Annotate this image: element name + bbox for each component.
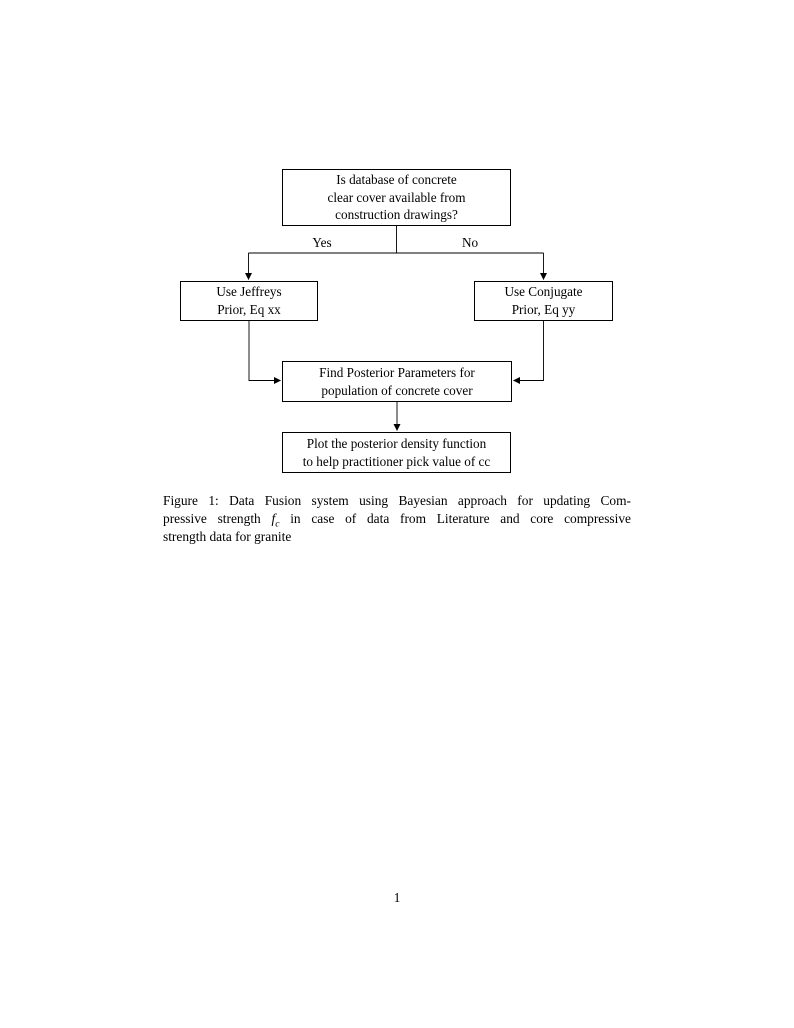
caption-text: in case of data from Literature and core…	[279, 510, 631, 526]
decision-box-line: construction drawings?	[335, 207, 458, 223]
connector-conjugate-to-posterior	[513, 321, 544, 384]
caption-line-1: Figure 1: Data Fusion system using Bayes…	[163, 492, 631, 510]
jeffreys-box-line: Use Jeffreys	[216, 284, 282, 300]
caption-line-3: strength data for granite	[163, 528, 631, 546]
plot-box-line: to help practitioner pick value of cc	[302, 453, 491, 469]
posterior-box-line: Find Posterior Parameters for	[319, 364, 475, 380]
page-number: 1	[393, 890, 401, 905]
decision-box-line: Is database of concrete	[336, 172, 457, 188]
flowchart-conjugate-prior-box: Use Conjugate Prior, Eq yy	[474, 281, 613, 321]
caption-text: pressive strength	[163, 510, 272, 526]
yes-edge-label: Yes	[312, 235, 332, 250]
flowchart-jeffreys-prior-box: Use Jeffreys Prior, Eq xx	[180, 281, 318, 321]
connector-jeffreys-to-posterior	[248, 321, 281, 384]
flowchart-plot-density-box: Plot the posterior density function to h…	[282, 432, 511, 473]
caption-line-2: pressive strength fc in case of data fro…	[163, 510, 631, 530]
flowchart-decision-box: Is database of concrete clear cover avai…	[282, 169, 511, 226]
decision-box-line: clear cover available from	[327, 189, 466, 205]
posterior-box-line: population of concrete cover	[321, 382, 473, 398]
conjugate-box-line: Use Conjugate	[504, 284, 583, 300]
conjugate-box-line: Prior, Eq yy	[511, 302, 576, 317]
no-edge-label: No	[461, 235, 479, 250]
plot-box-line: Plot the posterior density function	[306, 435, 487, 451]
math-subscript-c: c	[275, 518, 280, 530]
flowchart-posterior-parameters-box: Find Posterior Parameters for population…	[282, 361, 512, 402]
math-fc-symbol: fc	[271, 510, 280, 530]
figure-caption: Figure 1: Data Fusion system using Bayes…	[163, 492, 631, 545]
caption-text: strength data for granite	[163, 528, 292, 544]
connector-branch-bar	[248, 225, 544, 254]
math-f: f	[271, 510, 276, 526]
caption-text: Figure 1: Data Fusion system using Bayes…	[163, 493, 631, 508]
jeffreys-box-line: Prior, Eq xx	[217, 302, 281, 317]
